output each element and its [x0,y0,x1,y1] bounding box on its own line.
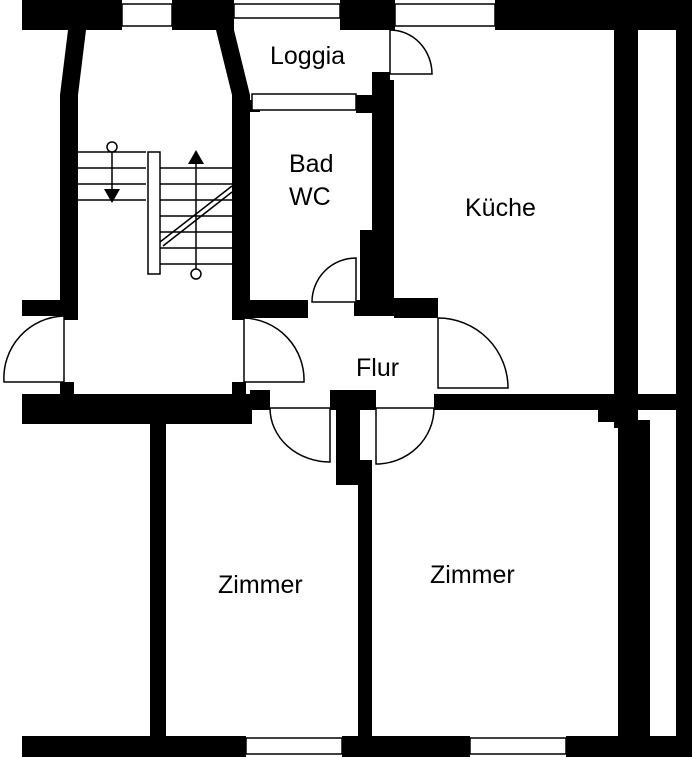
bath-bottom-wall-right [354,300,394,316]
door-zimmer-right [375,407,435,465]
mid-stub-left [60,382,74,396]
loggia-door [389,29,433,75]
stair-end-marker [190,268,202,280]
window-top-kitchen [394,3,496,27]
stair-arrow-up-icon [188,150,204,164]
zimmer-divider-wall [358,460,372,736]
bath-door [311,257,357,303]
label-bad: Bad [289,150,333,178]
label-wc: WC [289,183,331,211]
label-zimmer-right: Zimmer [430,561,515,589]
mid-stub-right [232,382,246,396]
window-bottom-right [469,737,567,755]
top-wall [22,0,692,30]
bottom-wall [22,736,692,757]
entrance-door-right [243,317,305,383]
bath-left-wall [236,112,250,317]
entrance-door-left [3,315,65,383]
kitchen-bottom-wall [394,298,438,318]
mid-wall-pillar [336,405,360,485]
window-top-loggia [233,3,341,19]
zimmer-left-wall [150,424,166,736]
bath-bottom-wall-left [232,300,308,318]
mid-wall-left [22,394,252,424]
stair-arrow-down-icon [104,189,120,203]
label-zimmer-left: Zimmer [218,571,303,599]
right-wall-outer [676,28,692,757]
stair-start-marker [106,141,118,153]
stair-wall-left [60,30,86,320]
bath-right-wall [360,230,380,300]
label-kueche: Küche [465,194,536,222]
loggia-bath-wall [238,95,250,113]
label-loggia: Loggia [270,42,345,70]
right-wall-upper [614,28,638,428]
right-wall-lower [618,420,650,740]
window-top-stair [121,3,173,27]
label-flur: Flur [356,354,399,382]
mid-wall-flur [250,390,270,410]
door-zimmer-left [269,407,331,463]
kitchen-door [437,317,509,389]
mid-wall-right [434,394,692,410]
mid-stub-kitchen [598,404,638,422]
window-loggia-bath [251,93,357,111]
window-bottom-left [245,737,343,755]
stair-stub-left [22,300,62,316]
loggia-bath-wall-right [356,95,376,113]
stair-flight [78,150,233,275]
